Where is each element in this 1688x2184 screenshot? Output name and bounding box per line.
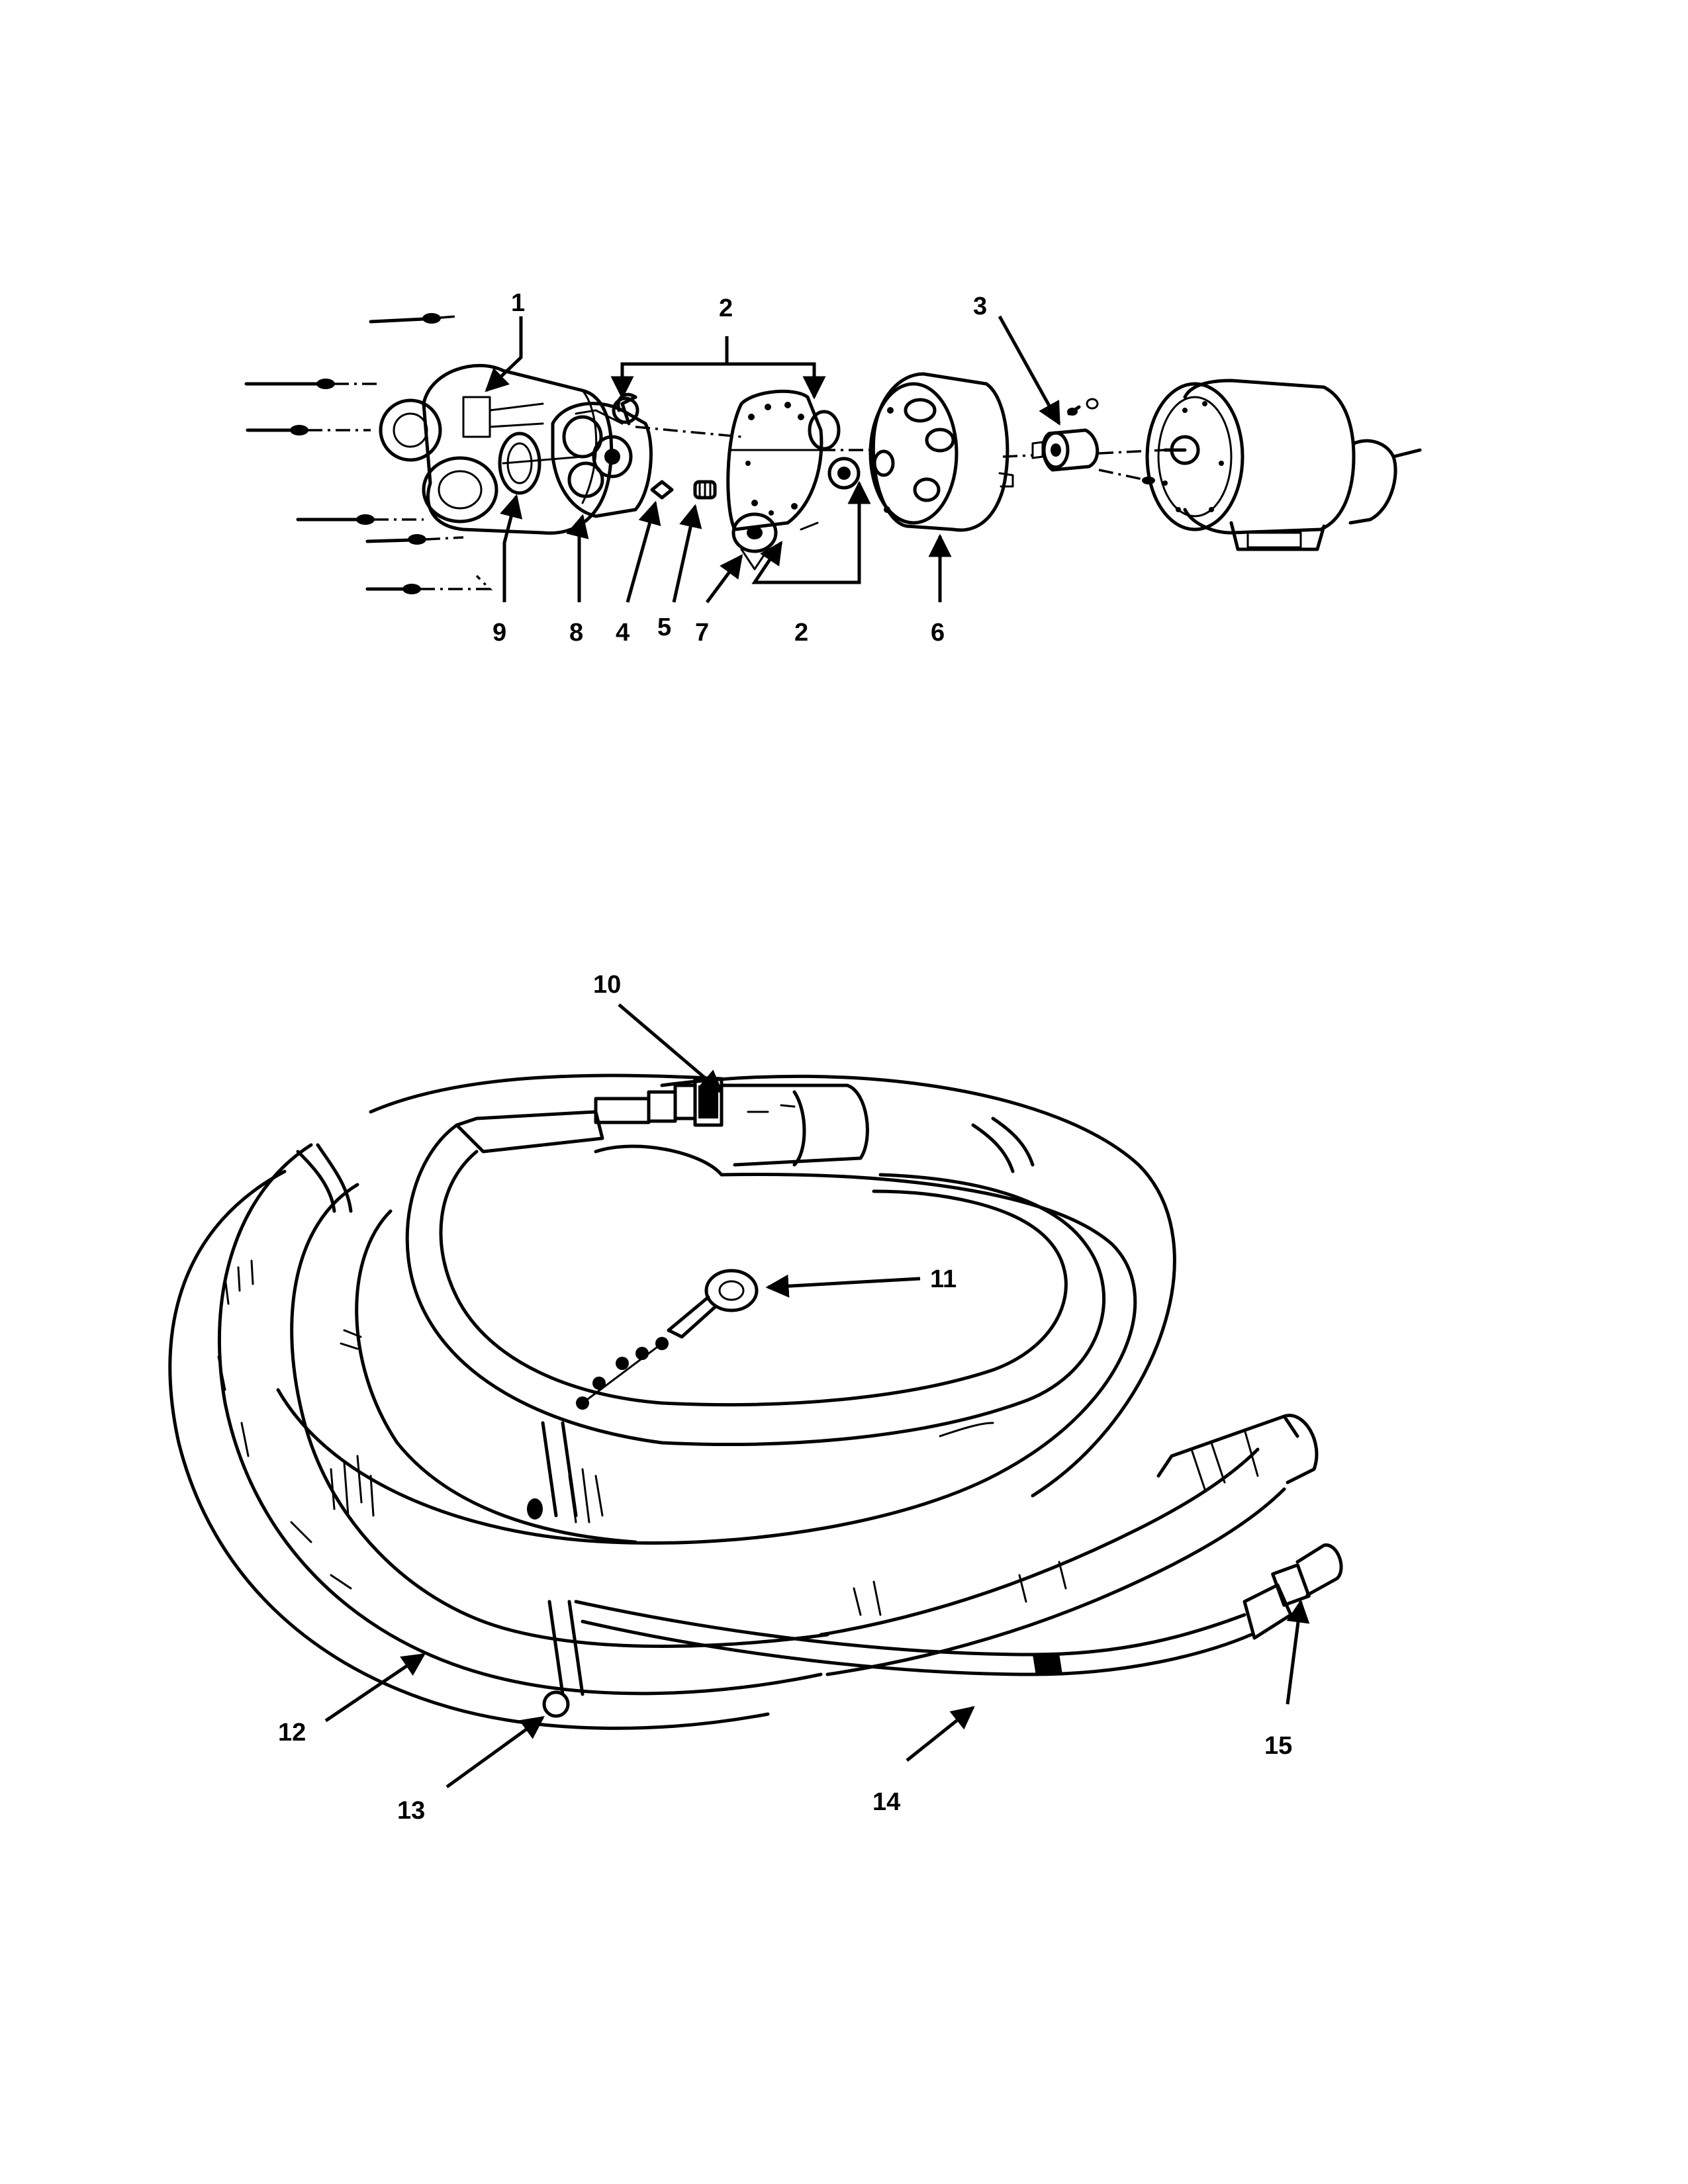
- pump-exploded-view: 1 2 3 9 8 4 5 7 2 6: [244, 289, 1422, 647]
- check-valve-poppet: [650, 480, 674, 500]
- callout-2-top: 2: [719, 295, 733, 322]
- hose-assembly: 10 11 12 13 14 15: [168, 971, 1343, 1825]
- callout-15: 15: [1264, 1732, 1292, 1760]
- callout-2-bottom: 2: [794, 619, 808, 647]
- valve-assembly: [551, 402, 653, 518]
- callout-8: 8: [569, 619, 583, 647]
- hose-clamps: [296, 1116, 1035, 1718]
- pump-leader-lines: [485, 315, 1061, 604]
- cam-plate: [726, 389, 823, 531]
- callout-13: 13: [397, 1797, 425, 1825]
- motor-housing: [868, 372, 1014, 532]
- hose-leader-lines: [324, 1003, 1310, 1789]
- inner-hose: [405, 1123, 1106, 1446]
- callout-12: 12: [278, 1719, 306, 1747]
- callout-3: 3: [973, 293, 987, 320]
- suction-hose: [168, 1073, 1319, 1730]
- callout-9: 9: [492, 619, 506, 647]
- o-ring: [498, 432, 541, 495]
- callout-1: 1: [511, 289, 525, 317]
- quick-coupling: [455, 1077, 869, 1167]
- spring: [693, 480, 717, 500]
- callout-10: 10: [593, 971, 621, 999]
- screws: [244, 313, 493, 594]
- callout-14: 14: [872, 1788, 900, 1816]
- electric-motor: [1145, 379, 1422, 551]
- callout-11: 11: [930, 1265, 957, 1293]
- callout-4: 4: [616, 619, 630, 647]
- callout-6: 6: [931, 619, 945, 647]
- callout-7: 7: [695, 619, 709, 647]
- callout-5: 5: [657, 614, 671, 641]
- chain-and-cap: [576, 1269, 759, 1410]
- return-hose: [574, 1543, 1343, 1676]
